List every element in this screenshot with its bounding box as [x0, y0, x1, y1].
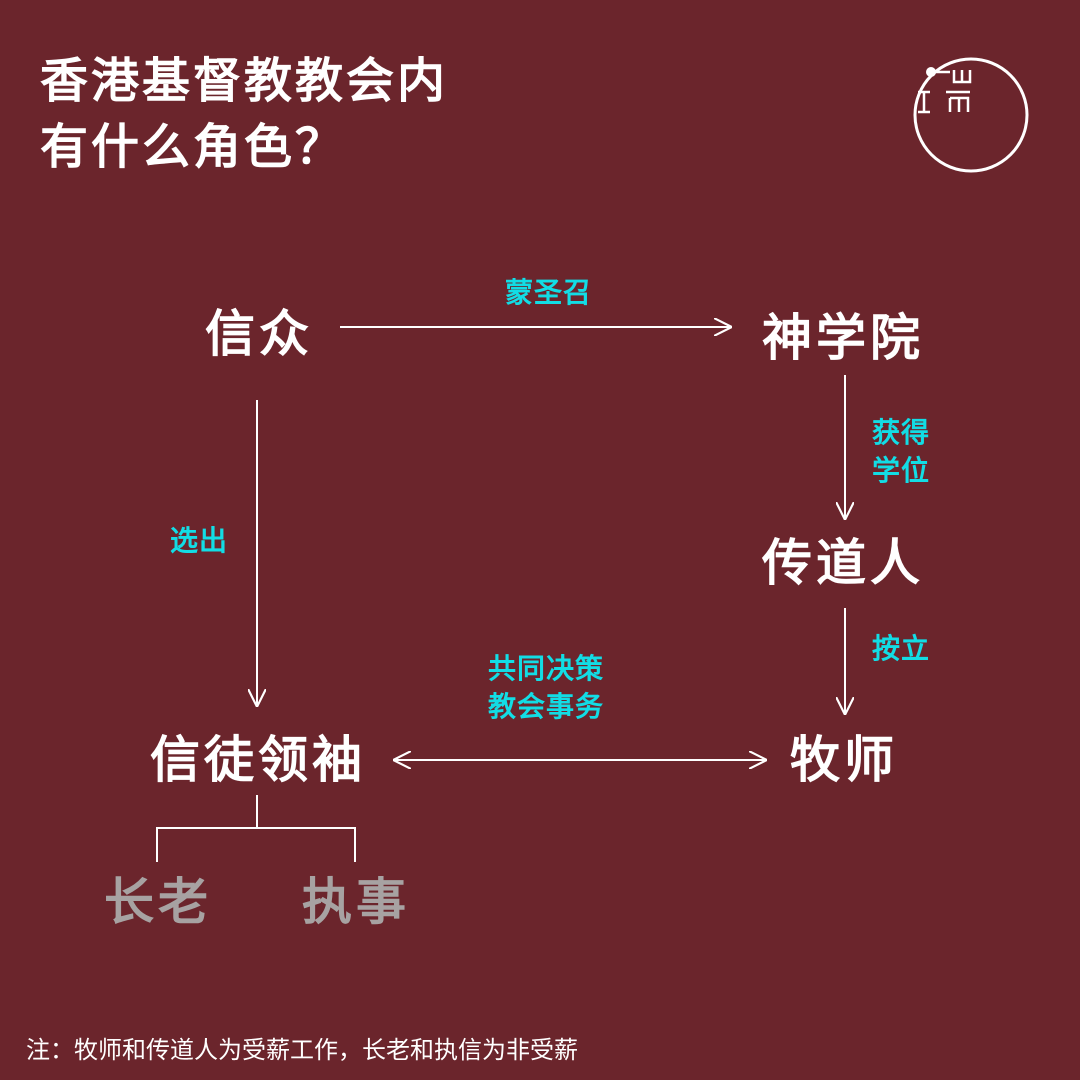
edge-label-degree: 获得 学位: [872, 414, 930, 490]
edge-label-shared-line-2: 教会事务: [488, 690, 605, 723]
title-line-2: 有什么角色？: [40, 119, 347, 175]
node-deacon: 执事: [302, 872, 410, 931]
page-title: 香港基督教教会内 有什么角色？: [40, 48, 448, 180]
title-line-1: 香港基督教教会内: [40, 53, 449, 109]
edge-label-shared-decisions: 共同决策 教会事务: [488, 650, 604, 726]
edge-label-ordain: 按立: [872, 632, 931, 665]
node-congregation: 信众: [205, 304, 313, 363]
edge-label-degree-line-1: 获得: [872, 416, 931, 449]
node-evangelist: 传道人: [762, 533, 924, 592]
bracket-lay-leaders-split: [156, 795, 356, 862]
edge-label-elect: 选出: [170, 524, 229, 557]
edge-label-degree-line-2: 学位: [872, 454, 931, 487]
edge-label-shared-line-1: 共同决策: [488, 652, 605, 685]
footnote: 注：牧师和传道人为受薪工作，长老和执信为非受薪: [26, 1036, 578, 1064]
edge-label-calling: 蒙圣召: [505, 276, 593, 309]
ends-media-logo-icon: [913, 57, 1029, 173]
node-lay-leaders: 信徒领袖: [150, 730, 366, 789]
node-seminary: 神学院: [762, 308, 924, 367]
node-elder: 长老: [104, 872, 212, 931]
node-pastor: 牧师: [790, 730, 898, 789]
